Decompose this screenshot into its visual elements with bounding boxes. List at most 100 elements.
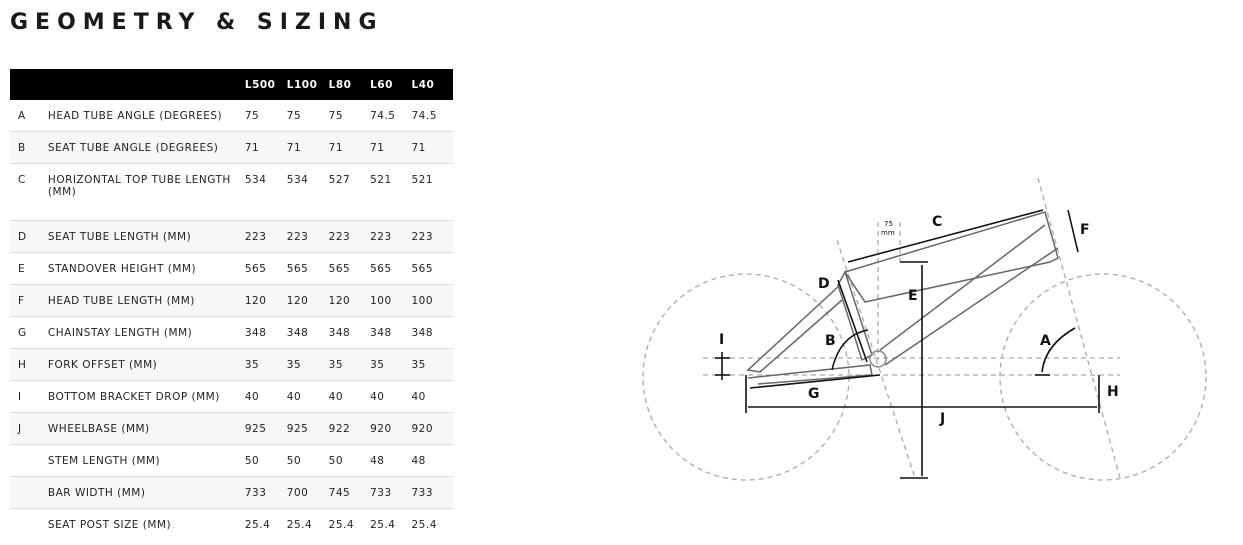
row-label: BAR WIDTH (MM)	[47, 476, 245, 509]
row-key: C	[10, 163, 48, 221]
cell-value: 48	[370, 444, 412, 477]
row-key: B	[10, 131, 48, 164]
cell-value: 223	[370, 220, 412, 253]
row-key: F	[10, 284, 48, 317]
label-g: G	[808, 386, 820, 402]
cell-value: 534	[244, 163, 287, 221]
label-j: J	[939, 411, 945, 427]
row-label: SEAT TUBE LENGTH (MM)	[47, 220, 245, 253]
label-h: H	[1107, 384, 1119, 400]
cell-value: 745	[328, 476, 371, 509]
cell-value: 100	[411, 284, 453, 317]
cell-value: 120	[286, 284, 329, 317]
row-key: J	[10, 412, 48, 445]
row-key: D	[10, 220, 48, 253]
cell-value: 120	[328, 284, 371, 317]
offset-unit: mm	[881, 229, 895, 237]
cell-value: 71	[370, 131, 412, 164]
row-key: H	[10, 348, 48, 381]
row-label: BOTTOM BRACKET DROP (MM)	[47, 380, 245, 413]
cell-value: 348	[370, 316, 412, 349]
cell-value: 100	[370, 284, 412, 317]
size-header-l80: L80	[328, 69, 371, 100]
cell-value: 223	[411, 220, 453, 253]
cell-value: 71	[328, 131, 371, 164]
cell-value: 565	[244, 252, 287, 285]
cell-value: 25.4	[328, 518, 355, 531]
cell-value: 75	[286, 100, 329, 132]
cell-value: 534	[286, 163, 329, 221]
row-key	[10, 444, 48, 477]
row-label: HEAD TUBE ANGLE (DEGREES)	[47, 100, 245, 132]
row-label: FORK OFFSET (MM)	[47, 348, 245, 381]
cell-value: 920	[370, 412, 412, 445]
cell-value: 50	[244, 444, 287, 477]
cell-value: 35	[286, 348, 329, 381]
row-key: A	[10, 100, 48, 132]
cell-value: 733	[244, 476, 287, 509]
cell-value: 922	[328, 412, 371, 445]
label-f: F	[1080, 222, 1090, 238]
row-key	[10, 476, 48, 509]
label-i: I	[719, 332, 724, 348]
cell-value: 35	[411, 348, 453, 381]
cell-value: 75	[328, 100, 371, 132]
row-label: CHAINSTAY LENGTH (MM)	[47, 316, 245, 349]
cell-value: 348	[286, 316, 329, 349]
cell-value: 75	[244, 100, 287, 132]
row-key: E	[10, 252, 48, 285]
cell-value: 521	[370, 163, 412, 221]
cell-value: 223	[244, 220, 287, 253]
cell-value: 733	[370, 476, 412, 509]
cell-value: 120	[244, 284, 287, 317]
cell-value: 35	[244, 348, 287, 381]
size-header-l40: L40	[411, 69, 453, 100]
cell-value: 348	[411, 316, 453, 349]
cell-value: 565	[286, 252, 329, 285]
cell-value: 25.4	[244, 518, 271, 531]
cell-value: 700	[286, 476, 329, 509]
cell-value: 71	[244, 131, 287, 164]
cell-value: 223	[328, 220, 371, 253]
bike-frame	[746, 211, 1059, 385]
cell-value: 71	[411, 131, 453, 164]
cell-value: 925	[286, 412, 329, 445]
cell-value: 565	[411, 252, 453, 285]
row-label: STANDOVER HEIGHT (MM)	[47, 252, 245, 285]
offset-value: 75	[884, 220, 893, 228]
cell-value: 48	[411, 444, 453, 477]
row-key: G	[10, 316, 48, 349]
cell-value: 565	[328, 252, 371, 285]
label-d: D	[818, 276, 830, 292]
label-c: C	[932, 214, 942, 230]
cell-value: 40	[328, 380, 371, 413]
cell-value: 920	[411, 412, 453, 445]
cell-value: 223	[286, 220, 329, 253]
row-label: STEM LENGTH (MM)	[47, 444, 245, 477]
cell-value: 40	[244, 380, 287, 413]
cell-value: 40	[370, 380, 412, 413]
cell-value: 25.4	[411, 518, 437, 531]
cell-value: 71	[286, 131, 329, 164]
cell-value: 348	[244, 316, 287, 349]
row-label: HORIZONTAL TOP TUBE LENGTH (MM)	[47, 163, 245, 221]
cell-value: 40	[411, 380, 453, 413]
cell-value: 348	[328, 316, 371, 349]
cell-value: 74.5	[411, 100, 453, 132]
cell-value: 35	[328, 348, 371, 381]
cell-value: 74.5	[370, 100, 412, 132]
row-label: SEAT POST SIZE (MM)	[47, 518, 172, 531]
cell-value: 35	[370, 348, 412, 381]
size-header-l100: L100	[286, 69, 329, 100]
